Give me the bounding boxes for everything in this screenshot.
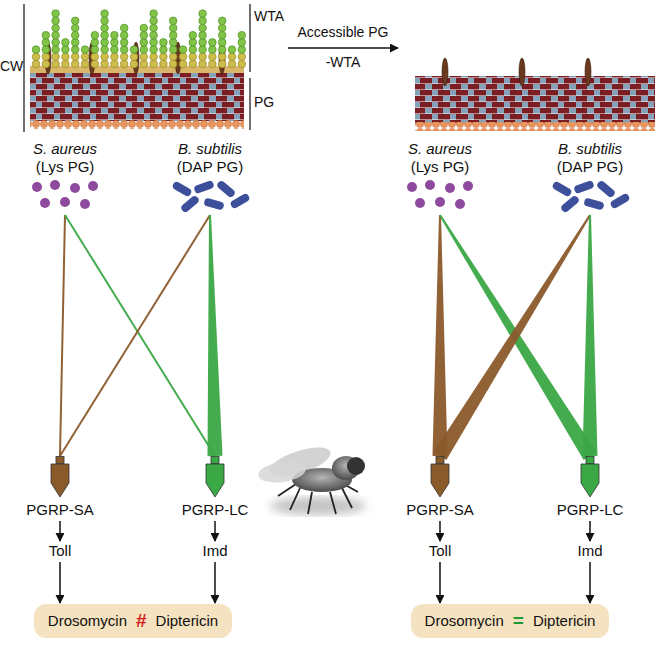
signal-arrow — [439, 521, 441, 541]
signal-arrow — [439, 562, 441, 603]
peptide-name: Drosomycin — [48, 611, 127, 631]
binding-wedge — [208, 215, 223, 456]
bacteria-cluster: B. subtilis(DAP PG) — [548, 140, 632, 213]
species-name: S. aureus — [33, 140, 97, 158]
signal-arrow — [214, 521, 216, 541]
wta-bracket — [249, 4, 250, 72]
binding-wedge — [59, 215, 66, 456]
signal-arrow — [59, 562, 61, 603]
receptor-symbol — [428, 456, 452, 498]
receptor: PGRP-SA — [406, 456, 474, 519]
receptor: PGRP-SA — [26, 456, 94, 519]
pathway-name: Toll — [49, 542, 72, 560]
rod-cluster — [548, 179, 632, 213]
binding-wedge — [59, 214, 211, 456]
species-name: B. subtilis — [558, 140, 622, 158]
fly-illustration — [257, 442, 366, 515]
receptor: PGRP-LC — [557, 456, 624, 519]
receptor-name: PGRP-LC — [182, 501, 249, 519]
species-name: B. subtilis — [178, 140, 242, 158]
cell-wall-with-wta — [30, 10, 246, 129]
cell-wall-without-wta — [415, 58, 655, 131]
comparison-symbol: # — [136, 611, 147, 631]
pg-label: PG — [254, 94, 274, 110]
comparison-symbol: = — [513, 611, 524, 631]
pathway-label: Imd — [202, 542, 227, 560]
bacteria-cluster: S. aureus(Lys PG) — [23, 140, 107, 213]
binding-wedge — [434, 214, 591, 459]
wta-label: WTA — [254, 8, 284, 24]
signal-arrow — [59, 521, 61, 541]
peptidoglycan-type: (Lys PG) — [411, 158, 470, 176]
cw-bracket — [23, 4, 24, 132]
peptide-name: Drosomycin — [425, 611, 504, 631]
output-box: Drosomycin = Diptericin — [411, 604, 610, 638]
receptor-name: PGRP-SA — [406, 501, 474, 519]
signal-arrow — [589, 562, 591, 603]
peptidoglycan-type: (DAP PG) — [557, 158, 623, 176]
pathway-label: Toll — [49, 542, 72, 560]
receptor-symbol — [203, 456, 227, 498]
cw-label: CW — [0, 58, 23, 74]
species-name: S. aureus — [408, 140, 472, 158]
coccus-cluster — [398, 179, 482, 213]
pathway-label: Toll — [429, 542, 452, 560]
output-box: Drosomycin # Diptericin — [34, 604, 232, 638]
receptor: PGRP-LC — [182, 456, 249, 519]
peptidoglycan-type: (DAP PG) — [177, 158, 243, 176]
signal-arrow — [214, 562, 216, 603]
transformation-arrow — [288, 47, 398, 49]
receptor-name: PGRP-LC — [557, 501, 624, 519]
pathway-name: Toll — [429, 542, 452, 560]
transformation-label: Accessible PG — [297, 24, 388, 40]
rod-cluster — [168, 179, 252, 213]
signal-arrow — [589, 521, 591, 541]
bacteria-cluster: S. aureus(Lys PG) — [398, 140, 482, 213]
receptor-symbol — [578, 456, 602, 498]
receptor-name: PGRP-SA — [26, 501, 94, 519]
binding-wedge — [64, 214, 216, 456]
pg-bracket — [249, 78, 250, 130]
peptide-name: Diptericin — [533, 611, 596, 631]
bacteria-cluster: B. subtilis(DAP PG) — [168, 140, 252, 213]
binding-wedge — [583, 215, 598, 456]
transformation-label: -WTA — [326, 54, 361, 70]
pathway-label: Imd — [577, 542, 602, 560]
pathway-name: Imd — [577, 542, 602, 560]
binding-wedge — [432, 215, 447, 456]
peptidoglycan-type: (Lys PG) — [36, 158, 95, 176]
pathway-name: Imd — [202, 542, 227, 560]
receptor-symbol — [48, 456, 72, 498]
peptide-name: Diptericin — [156, 611, 219, 631]
coccus-cluster — [23, 179, 107, 213]
